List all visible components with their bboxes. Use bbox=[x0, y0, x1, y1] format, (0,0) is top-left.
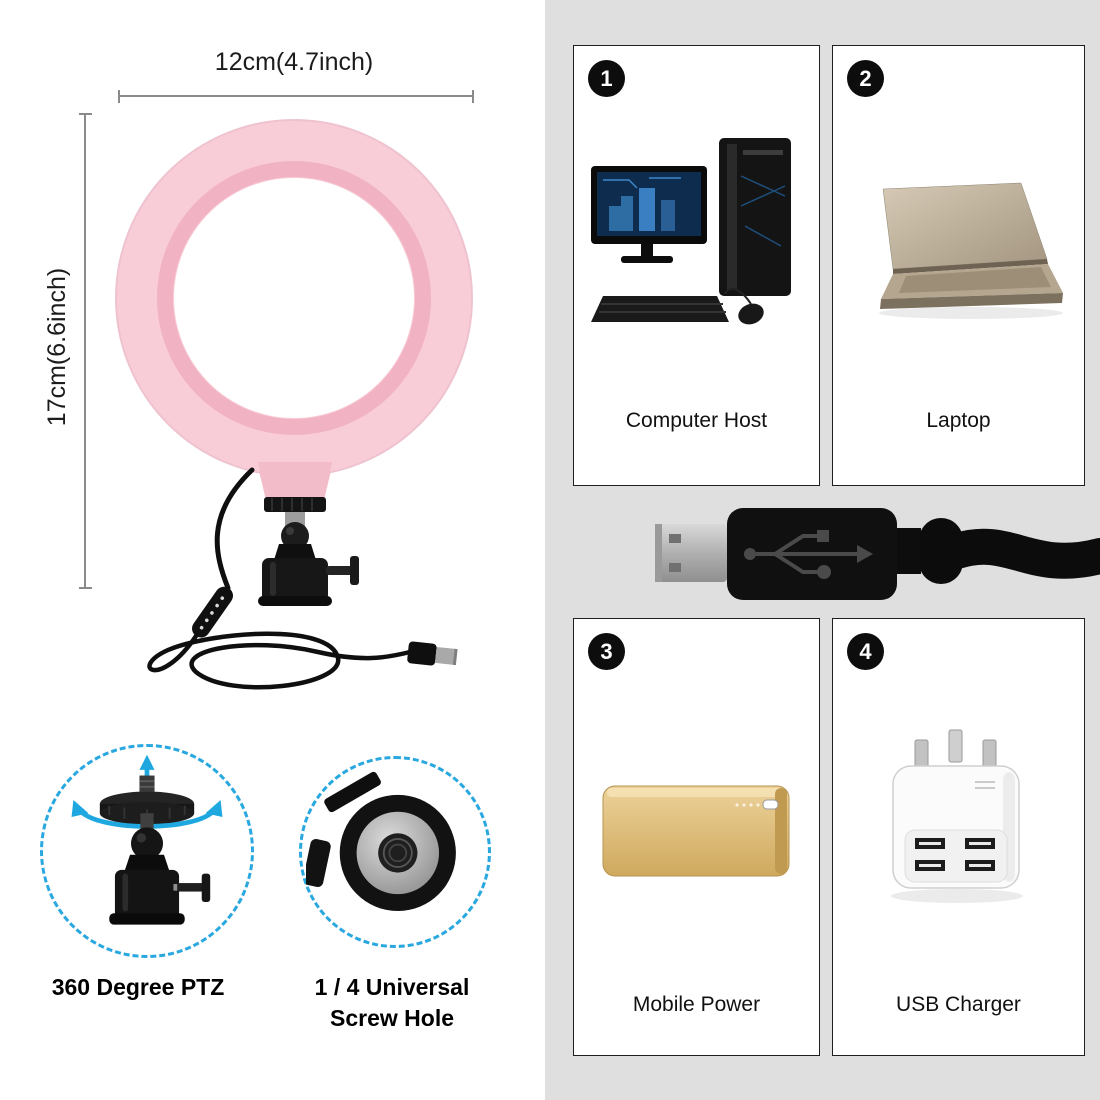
width-dimension-line bbox=[118, 90, 474, 103]
power-source-card-computer-host: 1 bbox=[573, 45, 820, 486]
usb-wall-charger-image bbox=[891, 729, 1023, 903]
power-source-label-usb-charger: USB Charger bbox=[896, 993, 1021, 1016]
height-dimension-line bbox=[79, 113, 92, 589]
ball-head-mount bbox=[258, 497, 359, 606]
usb-ports bbox=[915, 838, 995, 871]
usb-logo-icon bbox=[744, 530, 873, 579]
feature-callout-screw-hole bbox=[299, 756, 491, 948]
usb-plug-end bbox=[407, 641, 458, 666]
ring-light-illustration bbox=[115, 119, 473, 690]
usb-cable-image bbox=[655, 508, 1100, 600]
screw-hole-illustration bbox=[306, 771, 456, 912]
power-source-card-usb-charger: 4 bbox=[832, 618, 1085, 1056]
feature-callout-ptz bbox=[40, 744, 254, 958]
power-source-card-laptop: 2 Laptop bbox=[832, 45, 1085, 486]
width-dimension-label: 12cm(4.7inch) bbox=[214, 48, 374, 76]
power-source-label-computer-host: Computer Host bbox=[625, 409, 768, 432]
laptop-image bbox=[879, 182, 1063, 319]
feature-label-screw-hole: 1 / 4 Universal Screw Hole bbox=[314, 974, 470, 1032]
step-badge-3: 3 bbox=[588, 633, 625, 670]
step-badge-2: 2 bbox=[847, 60, 884, 97]
power-source-label-mobile-power: Mobile Power bbox=[632, 993, 761, 1016]
power-sources-panel: 1 bbox=[545, 0, 1100, 1100]
ball-head-rotation-illustration bbox=[71, 754, 223, 925]
power-source-label-laptop: Laptop bbox=[926, 409, 991, 432]
step-badge-4: 4 bbox=[847, 633, 884, 670]
power-source-card-mobile-power: 3 Mobile Power bbox=[573, 618, 820, 1056]
step-badge-1: 1 bbox=[588, 60, 625, 97]
feature-label-ptz: 360 Degree PTZ bbox=[51, 974, 225, 1000]
inline-controller bbox=[192, 586, 233, 638]
power-cable bbox=[147, 467, 458, 690]
desktop-computer-image bbox=[591, 138, 791, 325]
power-bank-image bbox=[602, 785, 789, 877]
